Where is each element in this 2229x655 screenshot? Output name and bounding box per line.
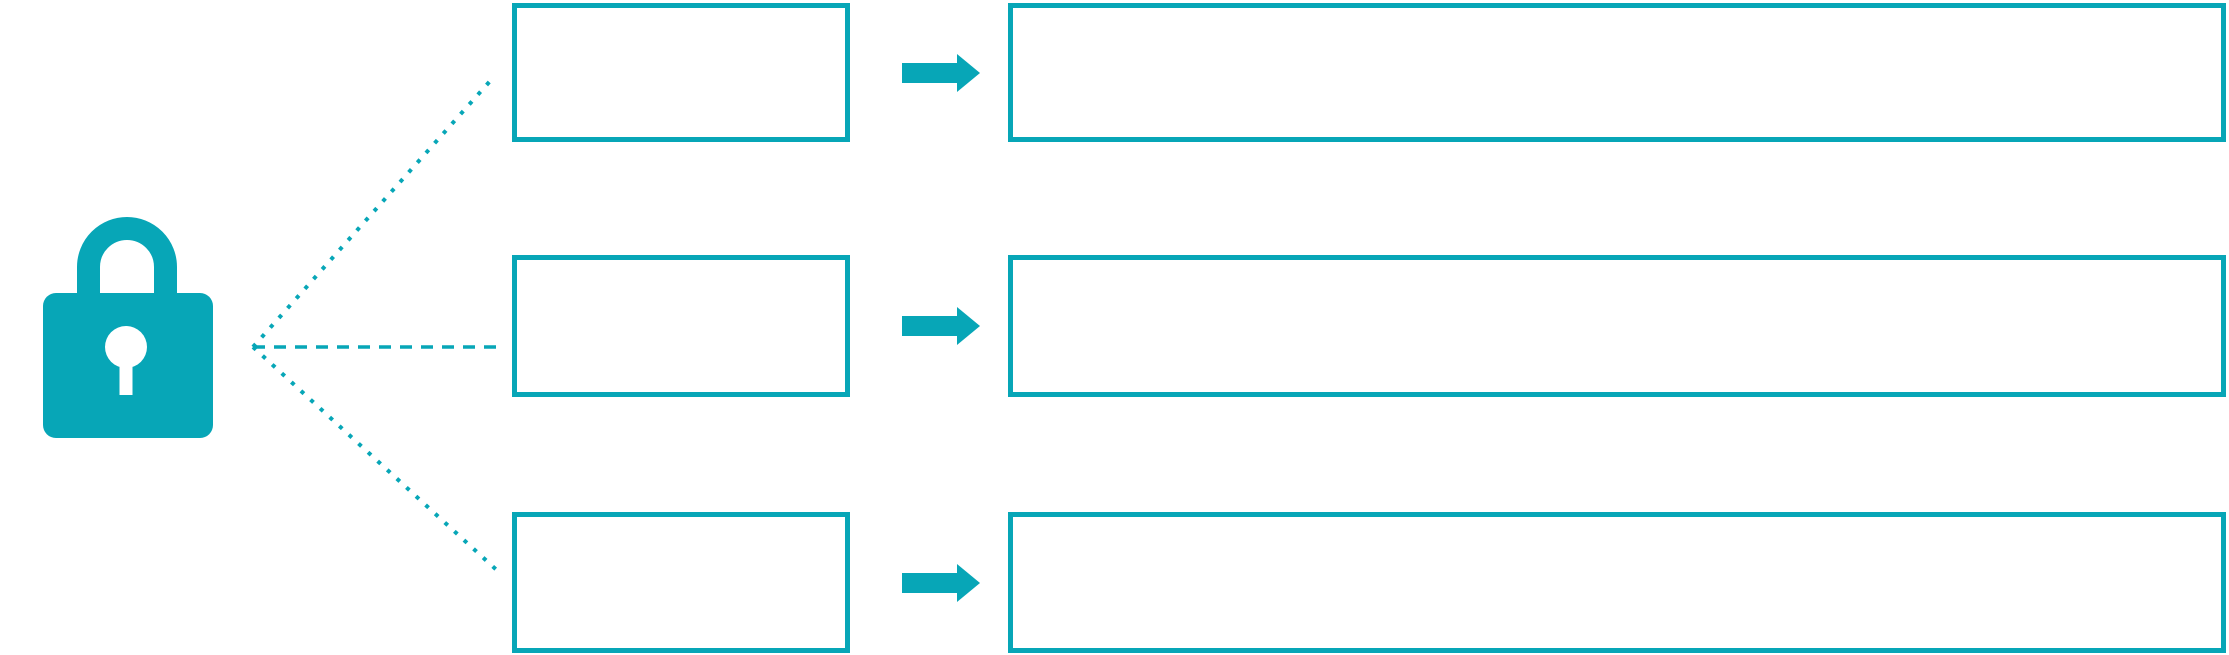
label-box-2 (512, 255, 850, 397)
label-box-1 (512, 3, 850, 142)
detail-box-1 (1008, 3, 2226, 142)
diagram-row-1 (0, 3, 2229, 142)
arrow-shaft (902, 62, 957, 83)
diagram-row-2 (0, 255, 2229, 397)
arrow-right-icon (902, 563, 980, 602)
keyhole-stem (119, 347, 133, 395)
arrow-right-icon (902, 53, 980, 92)
arrow-head (957, 53, 980, 92)
lock-icon (43, 217, 213, 438)
label-box-3 (512, 512, 850, 653)
arrow-right-icon (902, 307, 980, 345)
lock-shackle (77, 217, 177, 317)
diagram-row-3 (0, 512, 2229, 653)
arrow-head (957, 307, 980, 345)
arrow-head (957, 563, 980, 602)
detail-box-3 (1008, 512, 2226, 653)
detail-box-2 (1008, 255, 2226, 397)
arrow-shaft (902, 316, 957, 336)
arrow-shaft (902, 572, 957, 593)
